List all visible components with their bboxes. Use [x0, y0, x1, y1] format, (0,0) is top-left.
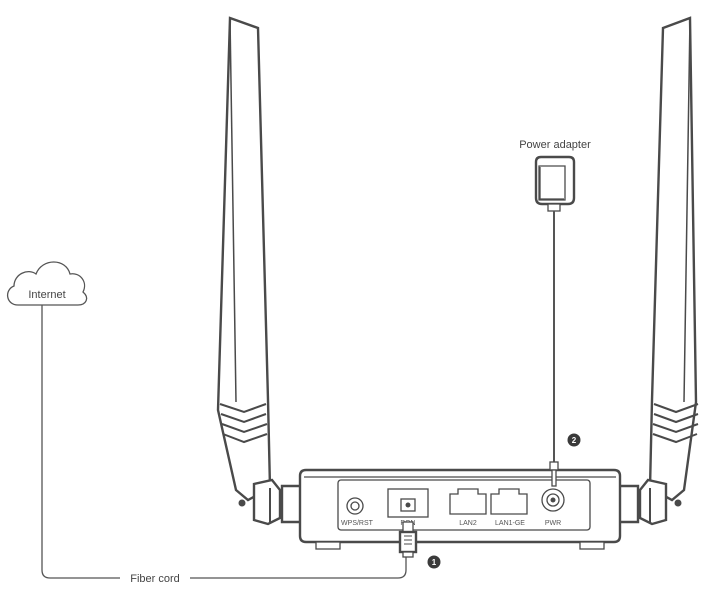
cloud-icon — [7, 261, 88, 306]
pwr-port-label: PWR — [545, 520, 561, 527]
power-adapter-label: Power adapter — [519, 139, 591, 151]
lan1-port — [490, 488, 528, 515]
fiber-cord-line — [41, 305, 407, 579]
power-adapter-icon — [534, 155, 576, 487]
svg-text:2: 2 — [572, 436, 577, 445]
router-icon: WPS/RST PON LAN2 LAN1-GE PWR — [298, 468, 622, 550]
lan2-port — [449, 488, 487, 515]
lan1-port-label: LAN1-GE — [495, 520, 525, 527]
wps-rst-port — [346, 497, 364, 515]
svg-text:1: 1 — [432, 558, 437, 567]
wps-port-label: WPS/RST — [341, 520, 374, 527]
antenna-left-icon — [216, 16, 306, 526]
fiber-cord-label: Fiber cord — [130, 573, 180, 585]
pon-port — [387, 488, 429, 518]
internet-label: Internet — [28, 289, 65, 301]
fiber-connector-icon — [398, 521, 418, 558]
step-2-badge: 2 — [567, 433, 581, 447]
lan2-port-label: LAN2 — [459, 520, 477, 527]
pwr-port — [541, 488, 565, 512]
step-1-badge: 1 — [427, 555, 441, 569]
antenna-right-icon — [614, 16, 699, 526]
